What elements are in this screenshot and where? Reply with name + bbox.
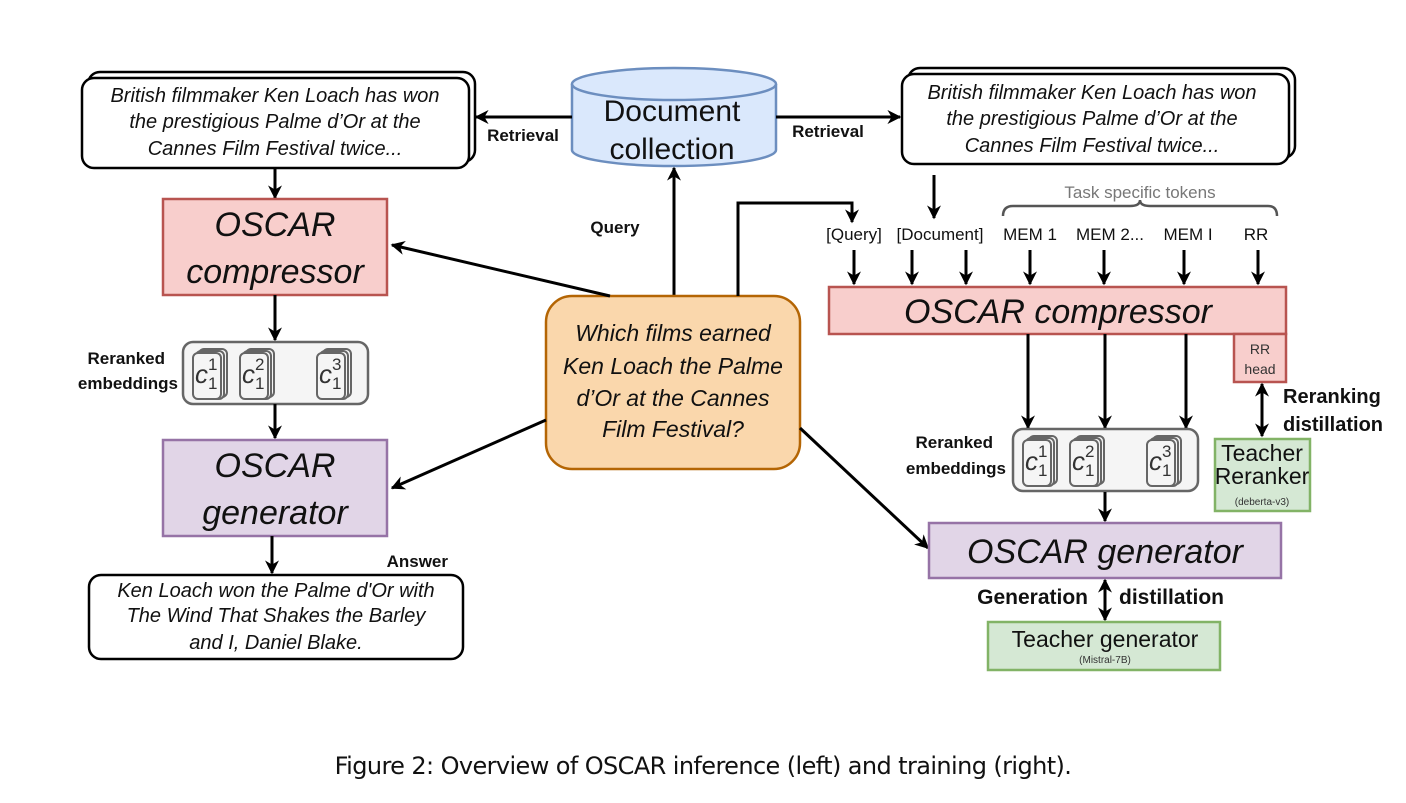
token-label: [Query] [826, 225, 882, 244]
question-line: Ken Loach the Palme [563, 353, 783, 379]
rr-head-line: RR [1250, 341, 1270, 357]
token-label: [Document] [897, 225, 984, 244]
embedding-subscript: 1 [1162, 461, 1171, 480]
token-row: [Query] [Document] MEM 1 MEM 2... MEM I … [826, 225, 1268, 244]
arrow-question-to-training-generator [798, 426, 930, 550]
arrow-question-to-compressor [390, 241, 611, 298]
doc-line: the prestigious Palme d’Or at the [946, 108, 1237, 130]
training-compressor-box: OSCAR compressor [827, 285, 1288, 336]
answer-label: Answer [387, 552, 449, 571]
token-label: MEM 1 [1003, 225, 1057, 244]
embedding-subscript: 1 [1038, 461, 1047, 480]
question-box: Which films earned Ken Loach the Palme d… [544, 294, 802, 471]
task-tokens-brace [1001, 199, 1279, 217]
doc-line: Cannes Film Festival twice... [965, 135, 1220, 157]
generator-line: generator [202, 494, 349, 532]
training-generator-box: OSCAR generator [927, 521, 1283, 580]
generator-label: OSCAR generator [967, 533, 1245, 571]
arrow-question-to-query-token [736, 201, 859, 296]
embeddings-label-line: Reranked [88, 349, 165, 368]
task-tokens-label: Task specific tokens [1064, 183, 1215, 202]
teacher-reranker-box: Teacher Reranker (deberta-v3) [1213, 437, 1312, 513]
teacher-reranker-line: Reranker [1215, 463, 1310, 489]
compressor-line: compressor [186, 253, 365, 291]
embedding-superscript: 2 [1085, 442, 1094, 461]
embedding-subscript: 1 [1085, 461, 1094, 480]
document-collection: Document collection [570, 66, 778, 168]
generation-label: Generation [977, 586, 1088, 609]
embedding-subscript: 1 [208, 374, 217, 393]
embedding-subscript: 1 [255, 374, 264, 393]
embedding-symbol: c [1025, 446, 1038, 476]
question-line: Film Festival? [602, 416, 744, 442]
inference-compressor-box: OSCAR compressor [161, 197, 389, 297]
inference-generator-box: OSCAR generator [161, 438, 389, 538]
question-line: d’Or at the Cannes [576, 385, 770, 411]
answer-line: Ken Loach won the Palme d'Or with [117, 580, 434, 602]
teacher-generator-model: (Mistral-7B) [1079, 655, 1131, 666]
figure-caption: Figure 2: Overview of OSCAR inference (l… [334, 752, 1072, 780]
training-document-box: British filmmaker Ken Loach has won the … [900, 66, 1297, 166]
collection-label-line1: Document [604, 95, 741, 128]
embedding-symbol: c [195, 359, 208, 389]
teacher-reranker-model: (deberta-v3) [1235, 497, 1289, 508]
embedding-superscript: 3 [332, 355, 341, 374]
answer-box: Ken Loach won the Palme d'Or with The Wi… [87, 573, 465, 661]
reranking-distillation-line: Reranking [1283, 386, 1381, 408]
query-label: Query [590, 218, 640, 237]
collection-label-line2: collection [609, 133, 734, 166]
doc-line: Cannes Film Festival twice... [148, 138, 403, 160]
question-line: Which films earned [575, 320, 772, 346]
teacher-generator-label: Teacher generator [1012, 626, 1199, 652]
embedding-symbol: c [319, 359, 332, 389]
generator-line: OSCAR [215, 447, 336, 485]
teacher-reranker-line: Teacher [1221, 440, 1303, 466]
doc-line: the prestigious Palme d’Or at the [129, 111, 420, 133]
embedding-symbol: c [1072, 446, 1085, 476]
retrieval-label-right: Retrieval [792, 122, 864, 141]
retrieval-label-left: Retrieval [487, 126, 559, 145]
doc-line: British filmmaker Ken Loach has won [927, 82, 1256, 104]
inference-document-box: British filmmaker Ken Loach has won the … [80, 70, 477, 170]
token-label: MEM I [1163, 225, 1212, 244]
embedding-subscript: 1 [332, 374, 341, 393]
answer-line: and I, Daniel Blake. [189, 632, 362, 654]
token-arrows [847, 250, 1265, 286]
compressor-label: OSCAR compressor [904, 293, 1214, 331]
embedding-symbol: c [242, 359, 255, 389]
embedding-superscript: 3 [1162, 442, 1171, 461]
embeddings-label-line: embeddings [78, 374, 178, 393]
embedding-superscript: 2 [255, 355, 264, 374]
token-label: MEM 2... [1076, 225, 1144, 244]
embedding-symbol: c [1149, 446, 1162, 476]
arrow-question-to-generator [390, 418, 547, 490]
distillation-label: distillation [1119, 586, 1224, 609]
rr-head-box: RR head [1232, 332, 1288, 384]
doc-line: British filmmaker Ken Loach has won [110, 85, 439, 107]
embeddings-label-line: embeddings [906, 459, 1006, 478]
oscar-diagram: Document collection Retrieval Retrieval … [78, 66, 1383, 672]
embedding-superscript: 1 [1038, 442, 1047, 461]
reranking-distillation-line: distillation [1283, 414, 1383, 436]
teacher-generator-box: Teacher generator (Mistral-7B) [986, 620, 1222, 672]
token-label: RR [1244, 225, 1269, 244]
rr-head-line: head [1244, 361, 1275, 377]
compressor-line: OSCAR [215, 206, 336, 244]
answer-line: The Wind That Shakes the Barley [127, 605, 427, 627]
embedding-superscript: 1 [208, 355, 217, 374]
embeddings-label-line: Reranked [916, 433, 993, 452]
